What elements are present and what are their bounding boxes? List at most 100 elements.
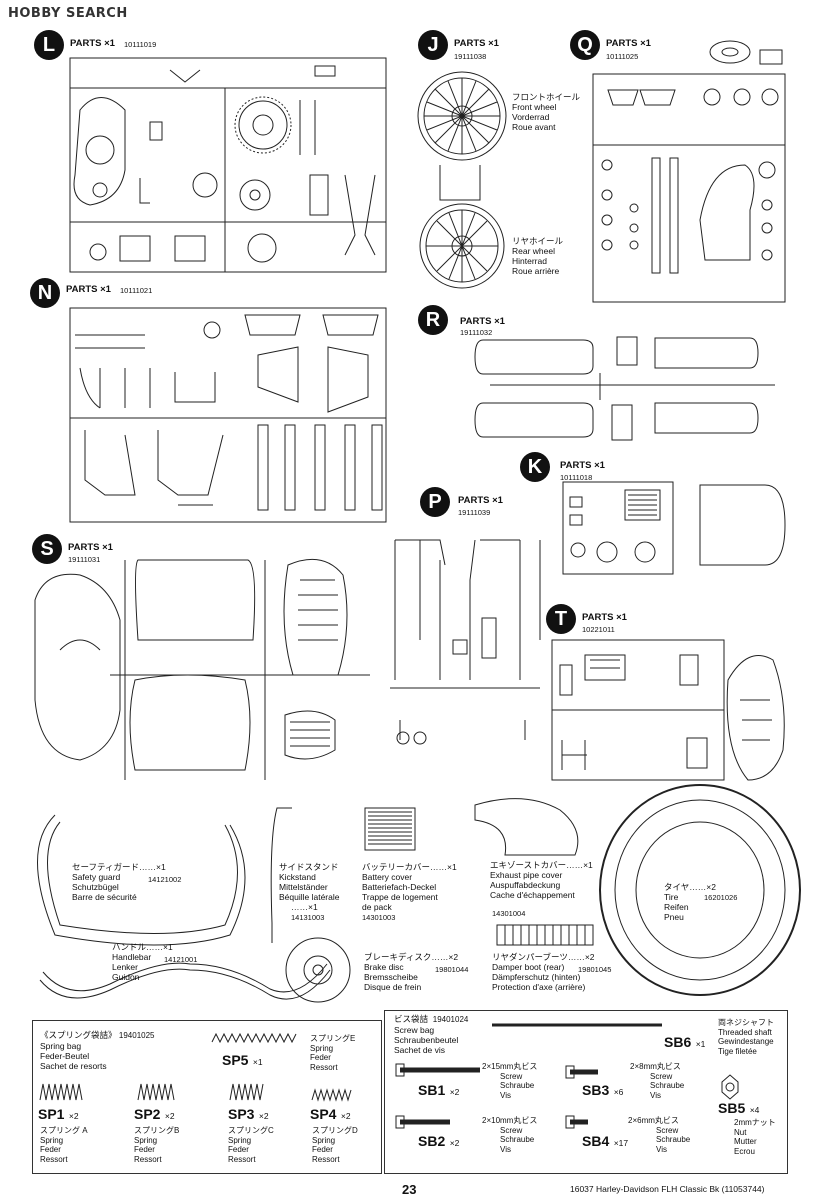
sp5-desc-jp: スプリングE: [310, 1034, 356, 1043]
product-footer: 16037 Harley-Davidson FLH Classic Bk (11…: [570, 1184, 765, 1194]
safety-guard-fr: Barre de sécurité: [72, 892, 137, 902]
sb5-id: SB5: [718, 1100, 746, 1116]
section-J-badge: J: [418, 30, 448, 60]
sb5-desc-en: Nut: [734, 1127, 747, 1137]
damper-boot-jp: リヤダンパーブーツ……×2: [492, 952, 595, 962]
sprue-R-drawing: [474, 336, 775, 441]
sb6-desc-jp: 両ネジシャフト: [718, 1018, 774, 1027]
sp1-id: SP1: [38, 1106, 65, 1122]
section-L-badge: L: [34, 30, 64, 60]
sp4-qty: ×2: [340, 1111, 351, 1121]
exhaust-cover-de: Auspuffabdeckung: [490, 880, 561, 890]
brake-disc-label: ブレーキディスク……×2 Brake disc Bremsscheibe Dis…: [364, 952, 458, 992]
sb6-label: SB6 ×1: [664, 1034, 705, 1052]
sb5-desc: 2mmナット Nut Mutter Ecrou: [734, 1118, 776, 1156]
bags-drawing: [39, 1023, 739, 1129]
sb6-desc-fr: Tige filetée: [718, 1046, 757, 1056]
screw-bag-title: ビス袋詰 19401024 Screw bag Schraubenbeutel …: [394, 1014, 468, 1055]
sprue-Q-drawing: [592, 40, 786, 303]
rear-wheel-de: Hinterrad: [512, 256, 547, 266]
sb3-desc-de: Schraube: [650, 1081, 685, 1090]
exhaust-cover-label: エキゾーストカバー……×1 Exhaust pipe cover Auspuff…: [490, 860, 593, 900]
section-S-code: 19111031: [68, 555, 101, 564]
section-P-code: 19111039: [458, 508, 491, 517]
sb2-label: SB2 ×2: [418, 1133, 459, 1151]
section-K-code: 10111018: [560, 473, 593, 482]
sp2-id: SP2: [134, 1106, 161, 1122]
safety-guard-code: 14121002: [148, 875, 182, 884]
sp5-label: SP5 ×1: [222, 1052, 263, 1070]
tire-code: 16201026: [704, 893, 738, 902]
sb2-qty: ×2: [449, 1138, 460, 1148]
battery-cover-fr2: de pack: [362, 902, 392, 912]
section-T-code: 10221011: [582, 625, 615, 634]
sb6-desc: 両ネジシャフト Threaded shaft Gewindestange Tig…: [718, 1018, 774, 1056]
section-R-code: 19111032: [460, 328, 493, 337]
sp2-desc: スプリングB Spring Feder Ressort: [134, 1126, 179, 1164]
sb3-desc: 2×8mm丸ビス Screw Schraube Vis: [630, 1062, 684, 1100]
screw-bag-de: Schraubenbeutel: [394, 1034, 459, 1045]
kickstand-fr: Béquille latérale: [279, 892, 340, 902]
brake-disc-shape: [285, 937, 351, 1003]
screw-bag-code: 19401024: [432, 1015, 469, 1024]
sp3-desc-jp: スプリングC: [228, 1126, 274, 1135]
sp3-qty: ×2: [258, 1111, 269, 1121]
sb2-desc-en: Screw: [500, 1125, 523, 1135]
sp3-id: SP3: [228, 1106, 255, 1122]
section-L-code: 10111019: [124, 40, 157, 49]
sp2-desc-jp: スプリングB: [134, 1126, 180, 1135]
spring-bag-title-jp: 《スプリング袋詰》: [40, 1030, 117, 1040]
safety-guard-de: Schutzbügel: [72, 882, 119, 892]
damper-boot-en: Damper boot (rear): [492, 962, 565, 972]
spring-bag-en: Spring bag: [40, 1040, 82, 1051]
sb1-label: SB1 ×2: [418, 1082, 459, 1100]
sb4-desc-fr: Vis: [656, 1144, 667, 1154]
brake-disc-fr: Disque de frein: [364, 982, 422, 992]
sb5-desc-jp: 2mmナット: [734, 1118, 776, 1127]
sp4-desc-fr: Ressort: [312, 1154, 340, 1164]
rear-wheel-fr: Roue arrière: [512, 266, 560, 276]
handlebar-shape: [39, 968, 331, 1000]
sp1-qty: ×2: [68, 1111, 79, 1121]
sp3-label: SP3 ×2: [228, 1106, 269, 1124]
safety-guard-jp: セーフティガード……×1: [72, 862, 166, 872]
section-R-parts: PARTS ×1: [460, 316, 505, 327]
section-K-badge: K: [520, 452, 550, 482]
sb1-desc-fr: Vis: [500, 1090, 511, 1100]
sp1-desc-en: Spring: [40, 1135, 64, 1145]
sp5-desc-en: Spring: [310, 1043, 334, 1053]
section-K-parts: PARTS ×1: [560, 460, 605, 471]
sp5-desc: スプリングE Spring Feder Ressort: [310, 1034, 355, 1072]
sp5-id: SP5: [222, 1052, 249, 1068]
section-N-code: 10111021: [120, 286, 153, 295]
front-wheel-de: Vorderrad: [512, 112, 550, 122]
handlebar-fr: Guidon: [112, 972, 140, 982]
sb1-desc-jp: 2×15mm丸ビス: [482, 1062, 538, 1071]
sp4-label: SP4 ×2: [310, 1106, 351, 1124]
battery-cover-jp: バッテリーカバー……×1: [362, 862, 457, 872]
front-wheel-label: フロントホイール Front wheel Vorderrad Roue avan…: [512, 92, 580, 132]
sb4-desc-de: Schraube: [656, 1135, 691, 1144]
exhaust-cover-en: Exhaust pipe cover: [490, 870, 563, 880]
battery-cover-en: Battery cover: [362, 872, 413, 882]
spring-bag-box: [32, 1020, 382, 1174]
spring-bag-title: 《スプリング袋詰》 19401025 Spring bag Feder-Beut…: [40, 1030, 154, 1071]
kickstand-shape: [270, 807, 292, 943]
sb3-id: SB3: [582, 1082, 610, 1098]
sb4-desc: 2×6mm丸ビス Screw Schraube Vis: [628, 1116, 690, 1154]
sb5-qty: ×4: [749, 1105, 760, 1115]
section-Q-code: 10111025: [606, 52, 639, 61]
damper-boot-fr: Protection d'axe (arrière): [492, 982, 586, 992]
sb2-desc-jp: 2×10mm丸ビス: [482, 1116, 538, 1125]
exhaust-cover-shape: [474, 798, 579, 856]
sb1-desc: 2×15mm丸ビス Screw Schraube Vis: [482, 1062, 537, 1100]
sp4-desc-de: Feder: [312, 1145, 333, 1154]
tire-shape: [599, 784, 801, 996]
sp3-desc-fr: Ressort: [228, 1154, 256, 1164]
sp2-qty: ×2: [164, 1111, 175, 1121]
sb5-label: SB5 ×4: [718, 1100, 759, 1118]
handlebar-jp: ハンドル……×1: [112, 942, 173, 952]
sprue-N-drawing: [69, 307, 387, 523]
sb3-desc-en: Screw: [650, 1071, 673, 1081]
